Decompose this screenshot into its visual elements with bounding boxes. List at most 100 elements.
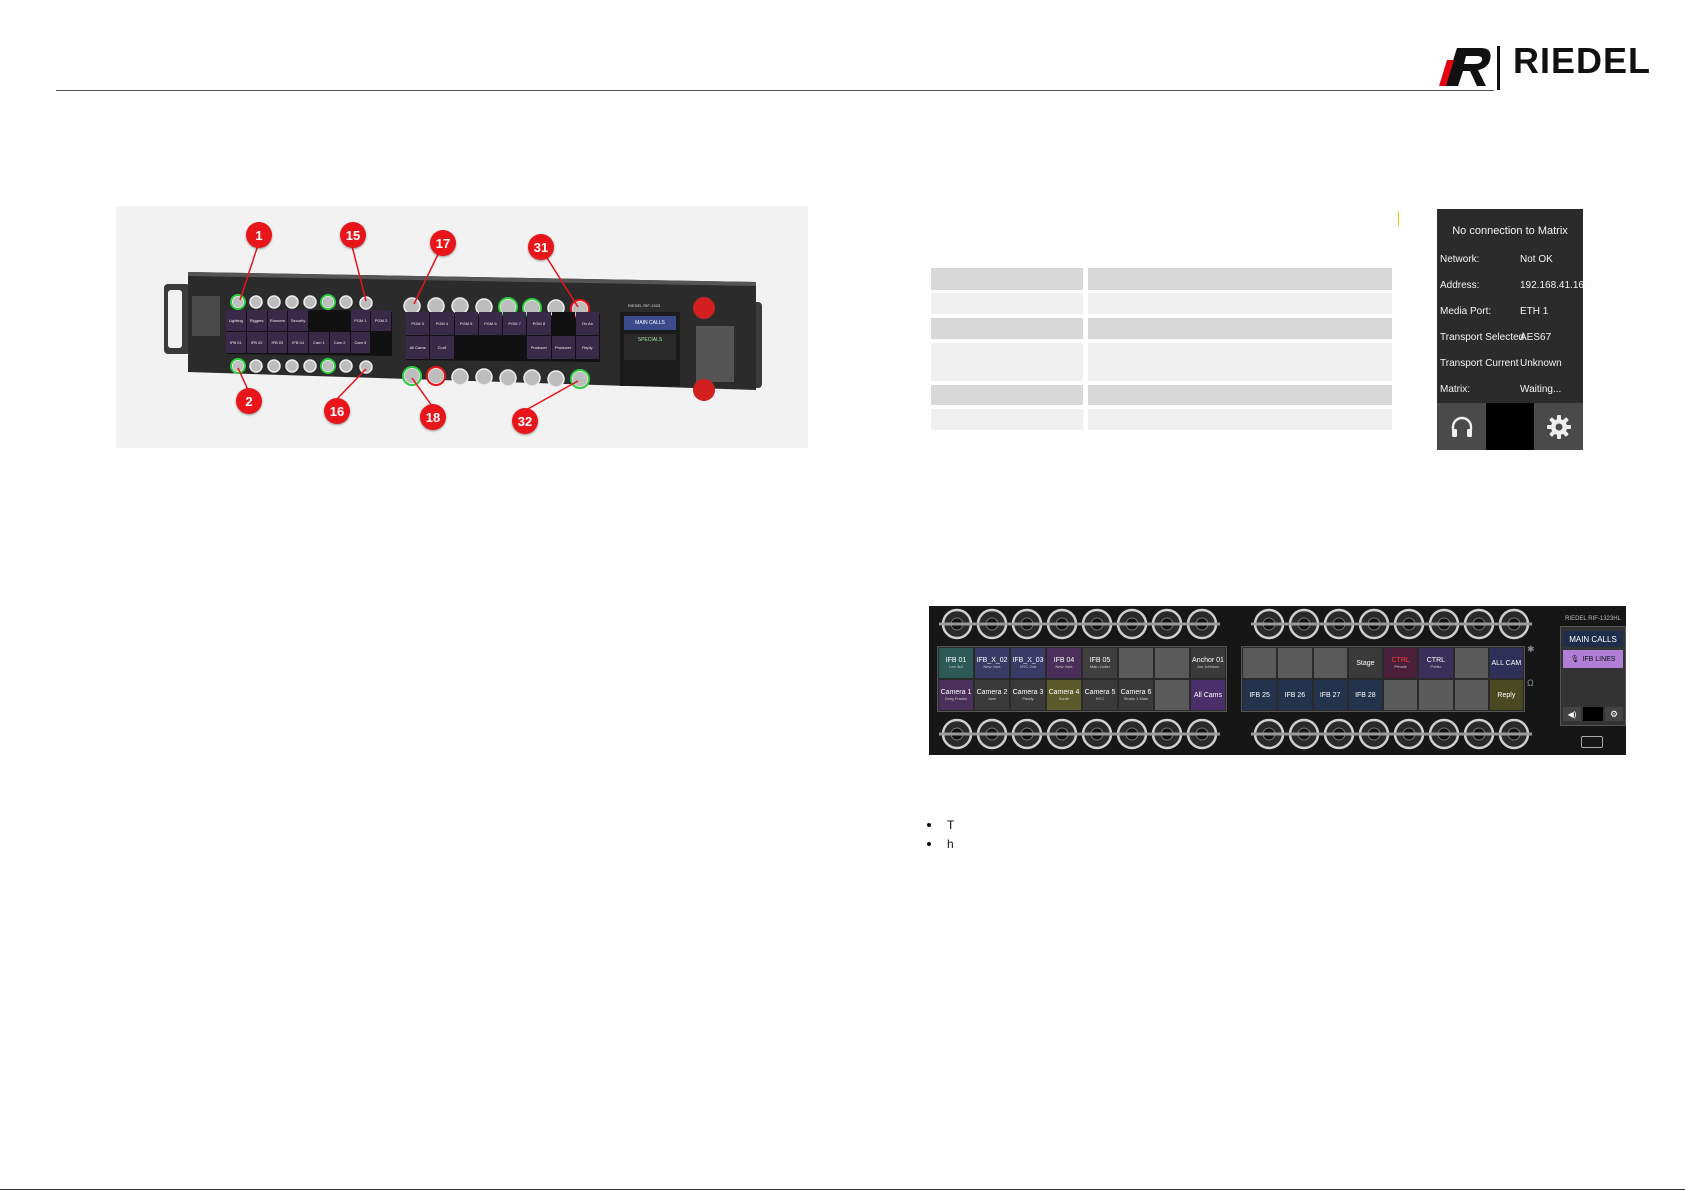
lever-key-bar [1251,732,1287,736]
main-calls-label[interactable]: MAIN CALLS [1563,631,1623,647]
transport-selected-value: AES67 [1520,332,1552,343]
footer-rule [0,1189,1685,1190]
photo-display-key: Lighting [226,310,246,331]
lever-key-bar [1496,732,1532,736]
header-rule [56,90,1494,91]
lever-key-bar [1079,622,1115,626]
photo-display-key [329,310,350,331]
lcd-key[interactable] [1419,680,1453,710]
lcd-key-title: Camera 6 [1120,689,1152,696]
lcd-key[interactable] [1384,680,1418,710]
photo-main-calls: MAIN CALLS [635,320,665,326]
photo-display-key: Producer [527,336,551,359]
lcd-key[interactable] [1454,680,1488,710]
lcd-key-subtitle: Lee 3rd [949,664,963,669]
lever-key-bar [1426,622,1462,626]
ifb-lines-label[interactable]: 🎙 IFB LINES [1563,650,1623,668]
lcd-key[interactable] [1119,648,1153,678]
matrix-value: Waiting... [1520,384,1562,395]
lcd-key-subtitle: NYC [1095,696,1105,701]
headset-jack-icon: Ω [1527,678,1534,688]
lcd-key-title: ALL CAM [1491,659,1522,667]
photo-display-key: PGM 2 [371,310,391,331]
lcd-key[interactable]: IFB 26 [1278,680,1312,710]
lcd-key[interactable]: Stage [1348,648,1382,678]
lcd-key-subtitle: Sarah [1058,696,1070,701]
headset-button[interactable] [1437,403,1486,450]
photo-display-key: IFB 04 [288,332,308,353]
lever-key-bar [1044,732,1080,736]
lever-key-bar [1184,622,1220,626]
lcd-key[interactable] [1155,648,1189,678]
lcd-key[interactable] [1454,648,1488,678]
mic-icon: 🎙 [1570,656,1580,663]
ifb-lines-text: IFB LINES [1582,655,1616,663]
lcd-key-title: IFB 05 [1089,657,1111,664]
blank-button[interactable] [1486,403,1534,450]
address-label: Address: [1440,280,1480,291]
status-panel: No connection to Matrix Network: Not OK … [1437,209,1590,450]
transport-current-label: Transport Current [1440,358,1519,369]
lcd-key[interactable]: All Cams [1191,680,1225,710]
lcd-key[interactable]: IFB 27 [1313,680,1347,710]
lcd-key-title: IFB_X_03 [1012,657,1044,664]
usb-port [1581,736,1603,748]
lever-key-bar [1461,622,1497,626]
lever-key-bar [1496,622,1532,626]
lcd-key[interactable]: IFB 25 [1243,680,1277,710]
photo-display-key [478,336,502,359]
gear-icon[interactable]: ⚙ [1605,707,1623,721]
speaker-icon[interactable]: ◀) [1563,707,1581,721]
address-value: 192.168.41.160 [1520,280,1590,291]
lcd-key[interactable] [1313,648,1347,678]
lever-key-bar [1009,622,1045,626]
media-port-label: Media Port: [1440,306,1492,317]
photo-display-key [454,336,478,359]
callout-15: 15 [340,222,366,248]
lcd-key-subtitle: Main Caller [1089,664,1111,669]
photo-brand: RIEDEL RIF-1323 [628,303,661,308]
photo-display-key: PGM 4 [430,312,454,335]
blank-key[interactable] [1583,707,1603,721]
lcd-key-title: Camera 4 [1048,689,1080,696]
callout-31: 31 [528,234,554,260]
photo-display-key: PGM 6 [478,312,502,335]
lever-key-bar [974,622,1010,626]
lever-key-bar [1184,732,1220,736]
lever-key-bar [1286,732,1322,736]
callout-2: 2 [236,388,262,414]
photo-display-key: Security [288,310,308,331]
lcd-key-title: IFB 28 [1355,691,1376,699]
lever-key-bar [1044,622,1080,626]
settings-button[interactable] [1534,403,1583,450]
lever-key-bar [1391,622,1427,626]
lcd-key-subtitle: Studio 1 Main [1123,696,1149,701]
lcd-key[interactable] [1243,648,1277,678]
photo-display-key [371,332,391,353]
lcd-key[interactable] [1155,680,1189,710]
bullet-text: h [947,837,954,851]
photo-display-key: PGM 8 [527,312,551,335]
lcd-key[interactable]: IFB 28 [1348,680,1382,710]
photo-display-key: IFB 03 [267,332,288,353]
lcd-key[interactable] [1278,648,1312,678]
photo-display-key: Cam 2 [329,332,350,353]
lcd-key[interactable]: ALL CAM [1489,648,1523,678]
lcd-key[interactable]: Reply [1489,680,1523,710]
